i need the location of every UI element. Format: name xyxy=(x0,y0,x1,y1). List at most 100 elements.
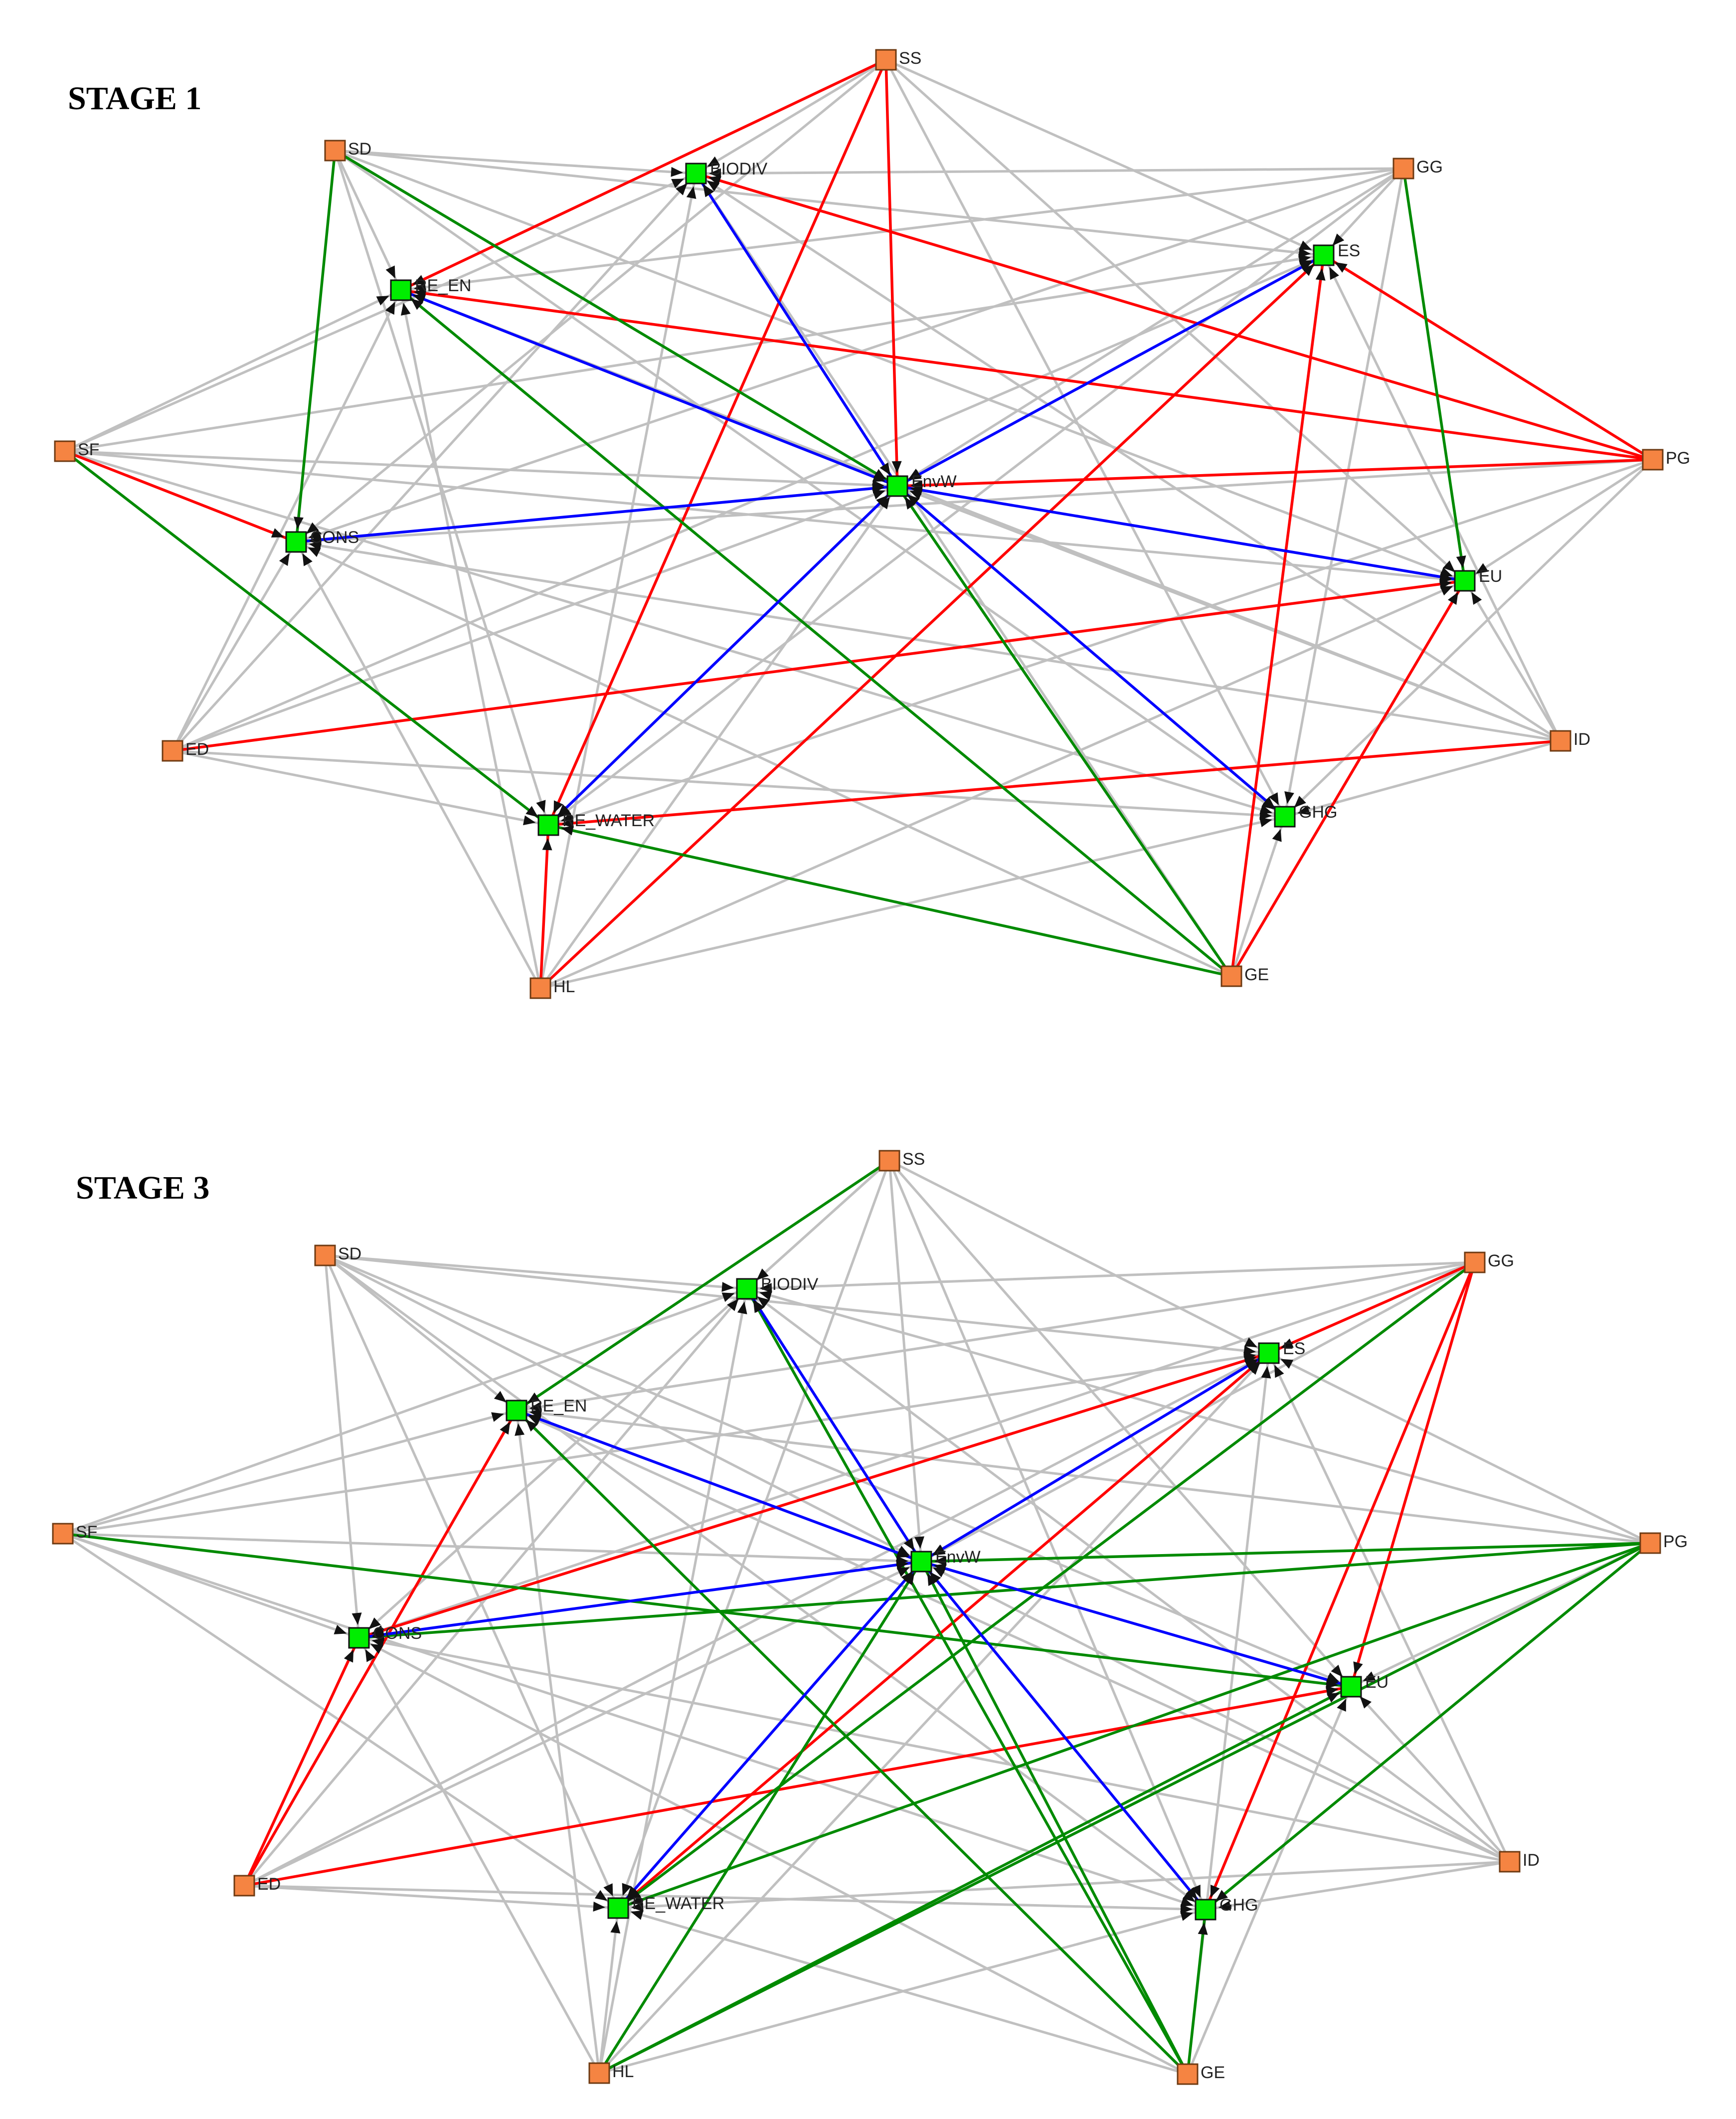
node-RE_WATER[interactable]: RE_WATER xyxy=(607,1894,724,1919)
edge-EnvW-EU xyxy=(897,485,1465,582)
arrowhead xyxy=(721,1282,734,1292)
arrowhead xyxy=(1259,817,1272,827)
edge-GG-RE_WATER xyxy=(617,1261,1476,1910)
edge-SF-EnvW xyxy=(64,450,898,488)
node-label: GG xyxy=(1488,1251,1514,1270)
arrowhead xyxy=(630,1910,644,1920)
node-label: RE_EN xyxy=(530,1397,587,1415)
driver-node-marker xyxy=(233,1875,255,1897)
edge-CONS-EnvW xyxy=(296,485,898,543)
node-label: GHG xyxy=(1219,1896,1258,1915)
edge-SF-EU xyxy=(62,1532,1352,1688)
outcome-node-marker xyxy=(1313,244,1335,266)
arrowhead xyxy=(1248,1363,1260,1375)
arrowhead xyxy=(553,800,563,814)
edge-BIODIV-PG xyxy=(695,172,1653,461)
arrowhead xyxy=(1261,798,1274,810)
edge-GG-ES xyxy=(1268,1261,1476,1355)
edge-PG-RE_EN xyxy=(516,1409,1651,1545)
arrowhead xyxy=(933,1567,946,1578)
node-SF[interactable]: SF xyxy=(54,440,99,462)
edge-ID-GHG xyxy=(1205,1860,1510,1911)
edge-RE_WATER-ES xyxy=(617,1352,1270,1910)
edge-RE_EN-GE xyxy=(516,1410,1189,2075)
edge-ID-CONS xyxy=(296,540,1561,742)
arrowhead xyxy=(756,1268,769,1280)
arrowhead xyxy=(525,806,538,818)
node-EU[interactable]: EU xyxy=(1454,567,1502,592)
edge-CONS-ES xyxy=(358,1352,1269,1639)
node-BIODIV[interactable]: BIODIV xyxy=(736,1275,819,1300)
node-EU[interactable]: EU xyxy=(1340,1673,1389,1698)
edge-SS-BIODIV xyxy=(695,58,887,175)
arrowhead xyxy=(271,528,284,538)
node-PG[interactable]: PG xyxy=(1642,449,1690,471)
node-CONS[interactable]: CONS xyxy=(285,528,359,553)
edge-SD-RE_EN xyxy=(324,1254,518,1412)
node-RE_WATER[interactable]: RE_WATER xyxy=(537,811,655,836)
nodes: SS SD GG SF PG ED ID HL GE BIODIV RE_EN ES EnvW CONS E… xyxy=(52,1150,1688,2085)
node-SS[interactable]: SS xyxy=(878,1150,925,1172)
node-SD[interactable]: SD xyxy=(324,140,371,162)
arrowhead xyxy=(368,1617,381,1629)
arrowhead xyxy=(896,1556,909,1566)
edge-GG-EU xyxy=(1350,1262,1476,1687)
node-SD[interactable]: SD xyxy=(314,1244,361,1266)
arrowhead xyxy=(671,178,685,188)
edge-SF-RE_EN xyxy=(62,1409,517,1535)
edge-ID-ES xyxy=(1322,254,1562,742)
edge-SF-RE_EN xyxy=(64,289,402,453)
node-GG[interactable]: GG xyxy=(1464,1251,1514,1273)
edge-HL-ES xyxy=(598,1352,1270,2074)
arrowhead xyxy=(306,522,319,534)
node-SF[interactable]: SF xyxy=(52,1523,97,1545)
node-ES[interactable]: ES xyxy=(1258,1339,1305,1364)
edge-SF-RE_WATER xyxy=(62,1532,619,1910)
node-GHG[interactable]: GHG xyxy=(1195,1896,1258,1921)
edge-GG-GHG xyxy=(1204,1261,1476,1911)
node-SS[interactable]: SS xyxy=(875,49,921,71)
node-GE[interactable]: GE xyxy=(1220,965,1269,987)
edge-PG-HL xyxy=(598,1542,1651,2075)
node-EnvW[interactable]: EnvW xyxy=(886,472,957,497)
edge-SD-CONS xyxy=(324,1255,360,1638)
edge-PG-EnvW xyxy=(921,1542,1651,1563)
arrowhead xyxy=(1363,1671,1376,1681)
node-ES[interactable]: ES xyxy=(1313,241,1360,266)
edge-PG-GHG xyxy=(1284,459,1654,818)
arrowhead xyxy=(344,1649,354,1663)
arrowhead xyxy=(529,1408,542,1418)
node-label: EnvW xyxy=(911,472,957,491)
arrowhead xyxy=(370,1644,383,1654)
node-ID[interactable]: ID xyxy=(1499,1851,1540,1873)
node-GE[interactable]: GE xyxy=(1177,2063,1225,2085)
edge-HL-RE_WATER xyxy=(598,1908,620,2074)
edge-GE-RE_WATER xyxy=(618,1907,1188,2076)
arrowhead xyxy=(1272,829,1282,842)
arrowhead xyxy=(901,1571,913,1584)
node-HL[interactable]: HL xyxy=(588,2062,634,2084)
edge-PG-CONS xyxy=(296,458,1653,543)
node-ED[interactable]: ED xyxy=(162,740,209,762)
node-GG[interactable]: GG xyxy=(1392,158,1443,179)
node-EnvW[interactable]: EnvW xyxy=(910,1548,981,1573)
edge-GE-CONS xyxy=(295,540,1232,978)
edge-RE_EN-EnvW xyxy=(516,1409,922,1563)
node-RE_EN[interactable]: RE_EN xyxy=(390,276,471,301)
node-RE_EN[interactable]: RE_EN xyxy=(506,1397,587,1421)
arrowhead xyxy=(914,1536,925,1549)
node-BIODIV[interactable]: BIODIV xyxy=(685,160,768,184)
arrowhead xyxy=(527,1392,540,1404)
node-ED[interactable]: ED xyxy=(233,1875,281,1897)
node-HL[interactable]: HL xyxy=(529,977,575,999)
edge-ES-EnvW xyxy=(920,1352,1270,1563)
node-GHG[interactable]: GHG xyxy=(1274,803,1337,828)
edge-GE-EU xyxy=(1186,1686,1353,2075)
arrowhead xyxy=(721,1292,735,1302)
colored-edges xyxy=(62,1159,1651,2075)
node-label: GE xyxy=(1244,965,1269,984)
node-CONS[interactable]: CONS xyxy=(348,1624,422,1649)
node-label: EU xyxy=(1479,567,1502,586)
node-ID[interactable]: ID xyxy=(1550,730,1590,752)
node-PG[interactable]: PG xyxy=(1639,1532,1688,1554)
